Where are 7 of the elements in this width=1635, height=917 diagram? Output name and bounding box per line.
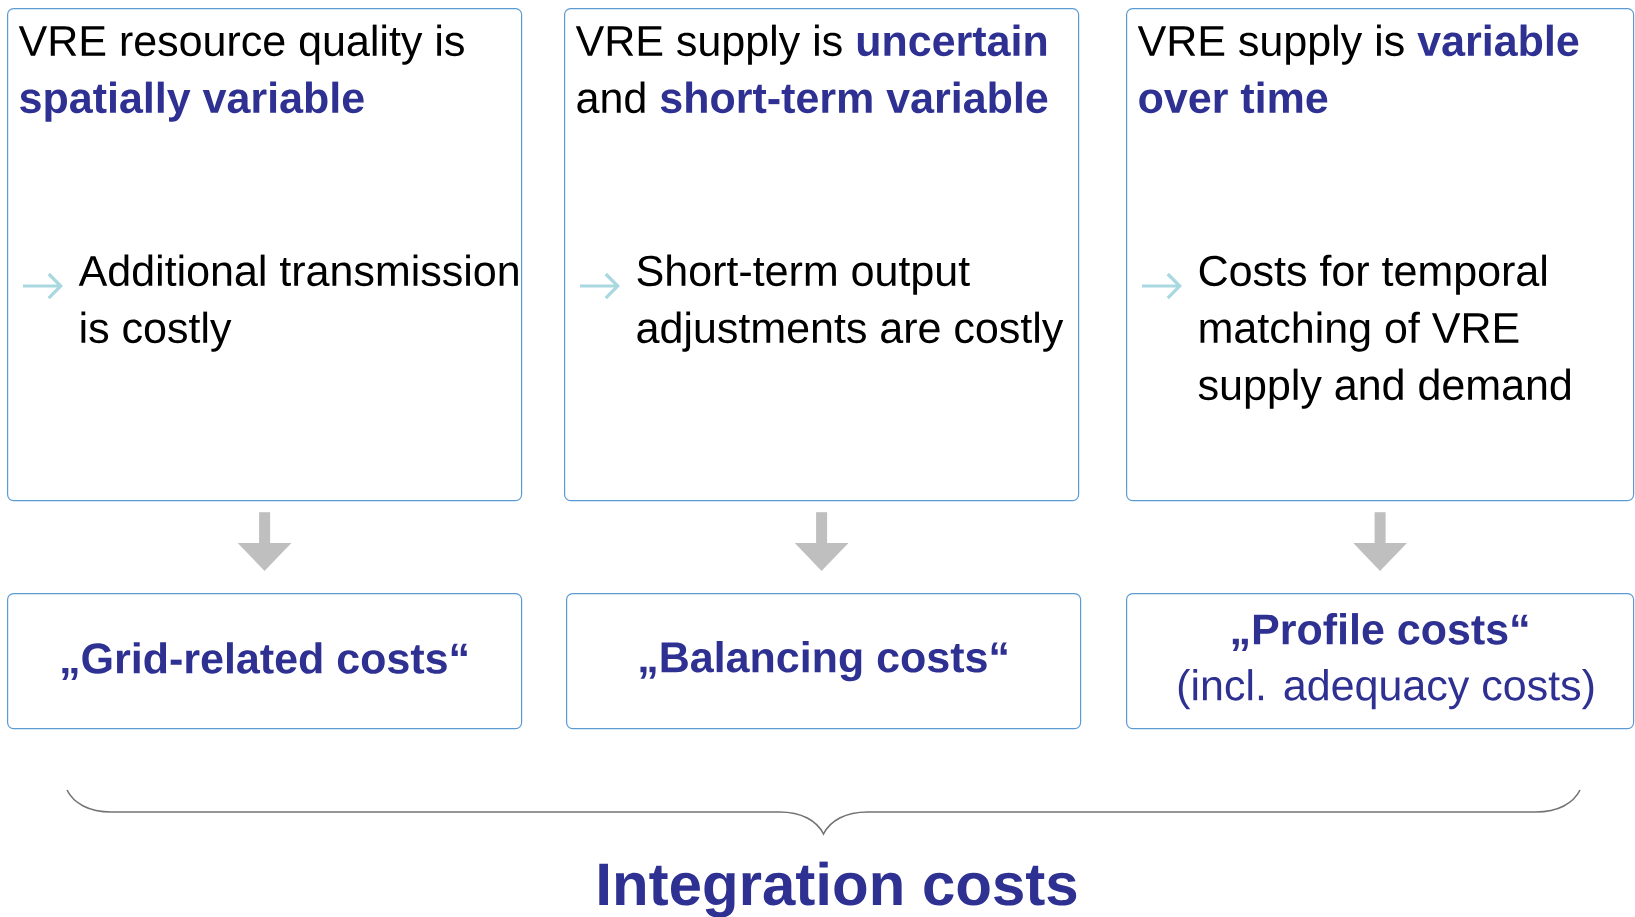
text-box: VRE resource quality is spatially variable Additional transmission is costly — [7, 8, 523, 502]
cost-box: „Balancing costs“ — [566, 593, 1082, 730]
title: Integration costs — [599, 861, 1077, 917]
cost-box: „Grid-related costs“ — [7, 593, 523, 730]
text-box: VRE supply is variable over time Costs for temporal matching of VRE supply and demand — [1126, 8, 1635, 502]
text-box: VRE supply is uncertain and short-term variable Short-term output adjustments are costly — [564, 8, 1080, 502]
cost-box: „Profile costs“ (incl. adequacy costs) — [1126, 593, 1635, 730]
